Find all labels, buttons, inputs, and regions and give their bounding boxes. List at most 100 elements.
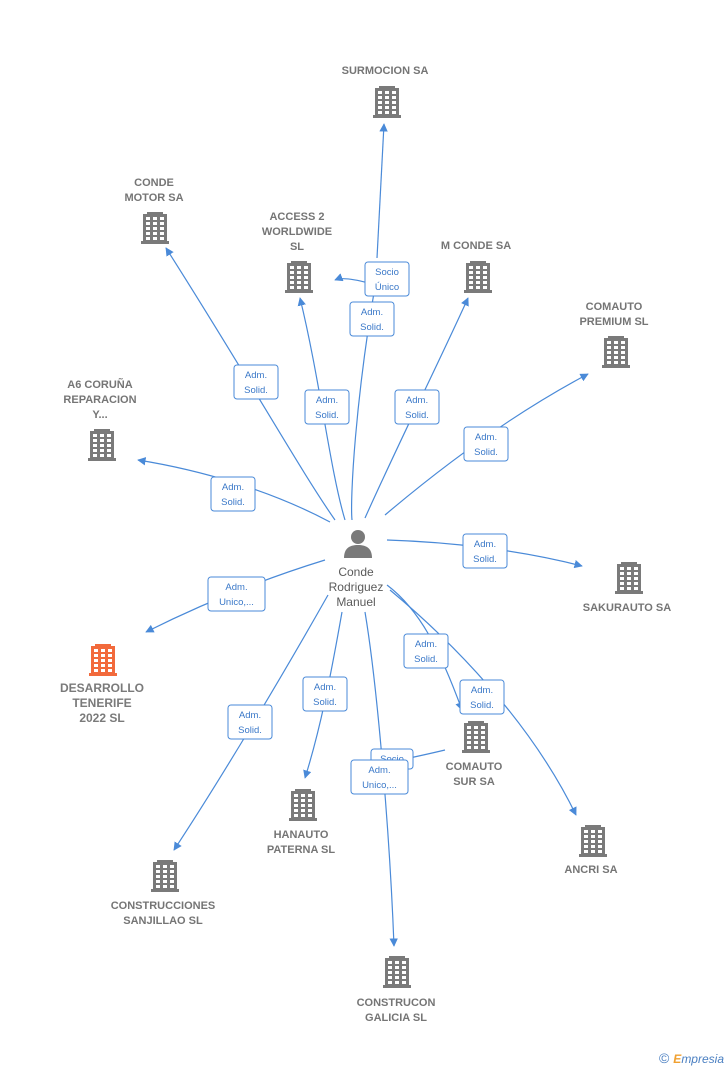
relationship-edge [334, 273, 369, 284]
company-node-construcciones[interactable]: CONSTRUCCIONES SANJILLAO SL [111, 860, 216, 927]
company-label: COMAUTO [586, 301, 643, 313]
company-label: SL [290, 241, 304, 253]
relation-box [403, 633, 449, 669]
relation-label-r-desarrollo[interactable]: Adm. Unico,... [207, 576, 266, 612]
company-label: CONSTRUCCIONES [111, 900, 216, 912]
company-label: ANCRI SA [564, 864, 617, 876]
relation-box [349, 301, 395, 337]
relation-text: Adm. [314, 682, 336, 693]
company-node-access2[interactable]: ACCESS 2 WORLDWIDE SL [262, 211, 332, 293]
brand-name: mpresia [681, 1052, 724, 1066]
relation-text: Adm. [474, 539, 496, 550]
relation-text: Solid. [221, 497, 245, 508]
person-label: Rodriguez [329, 580, 384, 594]
relation-text: Solid. [474, 447, 498, 458]
copyright-symbol: © [658, 1050, 670, 1066]
company-label: REPARACION [63, 394, 136, 406]
relation-text: Adm. [245, 370, 267, 381]
relation-box [394, 389, 440, 425]
relation-label-r-condemotor[interactable]: Adm. Solid. [233, 364, 279, 400]
relation-text: Adm. [415, 639, 437, 650]
building-icon [373, 86, 401, 118]
relation-text: Solid. [405, 410, 429, 421]
company-label: SAKURAUTO SA [583, 602, 671, 614]
person-label: Manuel [336, 595, 375, 609]
building-icon [285, 261, 313, 293]
relation-text: Solid. [313, 697, 337, 708]
relation-text: Adm. [406, 395, 428, 406]
company-label: SANJILLAO SL [123, 915, 203, 927]
company-node-mconde[interactable]: M CONDE SA [441, 240, 511, 293]
relation-text: Adm. [239, 710, 261, 721]
relation-box [233, 364, 279, 400]
relation-label-r-construcciones[interactable]: Adm. Solid. [227, 704, 273, 740]
building-icon [89, 644, 117, 676]
relation-box [462, 533, 508, 569]
company-node-ancri[interactable]: ANCRI SA [564, 825, 618, 876]
relation-text: Solid. [315, 410, 339, 421]
relation-box [227, 704, 273, 740]
relation-label-r-construcon[interactable]: Adm. Unico,... [350, 759, 409, 795]
relation-label-r-ancri[interactable]: Adm.Solid. [459, 679, 505, 715]
relation-label-r-sakurauto[interactable]: Adm.Solid. [462, 533, 508, 569]
company-node-a6coruna[interactable]: A6 CORUÑA REPARACION Y... [63, 378, 137, 461]
relation-label-r-access-b[interactable]: Adm. Solid. [304, 389, 350, 425]
brand-initial: E [673, 1052, 682, 1066]
relationship-edge [376, 123, 388, 259]
relation-text: Adm. [225, 582, 247, 593]
building-icon [88, 429, 116, 461]
company-node-surmocion[interactable]: SURMOCION SA [342, 65, 429, 118]
company-label: SURMOCION SA [342, 65, 429, 77]
company-node-sakurauto[interactable]: SAKURAUTO SA [583, 562, 671, 614]
company-label: 2022 SL [79, 711, 124, 725]
relation-label-r-a6[interactable]: Adm.Solid. [210, 476, 256, 512]
relation-box [463, 426, 509, 462]
relation-text: Solid. [360, 322, 384, 333]
company-label: HANAUTO [274, 829, 329, 841]
company-label: TENERIFE [72, 696, 131, 710]
relation-label-r-comauto-sur[interactable]: Adm.Solid. [403, 633, 449, 669]
relationship-edge [165, 247, 336, 521]
relation-text: Socio [375, 267, 399, 278]
relation-text: Adm. [471, 685, 493, 696]
company-label: WORLDWIDE [262, 226, 332, 238]
company-label: GALICIA SL [365, 1012, 427, 1024]
relation-label-r-comauto-premium[interactable]: Adm.Solid. [463, 426, 509, 462]
building-icon [615, 562, 643, 594]
relation-text: Unico,... [219, 597, 254, 608]
company-label: PATERNA SL [267, 844, 336, 856]
relation-box [304, 389, 350, 425]
company-label: A6 CORUÑA [67, 378, 132, 391]
relation-text: Adm. [316, 395, 338, 406]
footer-brand[interactable]: ©Empresia [659, 1050, 724, 1066]
relation-label-r-hanauto[interactable]: Adm. Solid. [302, 676, 348, 712]
relation-text: Adm. [361, 307, 383, 318]
company-label: DESARROLLO [60, 681, 144, 695]
building-icon [383, 956, 411, 988]
relation-text: Unico,... [362, 780, 397, 791]
person-icon [344, 530, 372, 558]
relation-text: Solid. [238, 725, 262, 736]
company-label: Y... [92, 409, 107, 421]
relation-text: Adm. [368, 765, 390, 776]
person-label: Conde [338, 565, 374, 579]
company-label: CONDE [134, 177, 174, 189]
relation-text: Solid. [244, 385, 268, 396]
company-label: ACCESS 2 [269, 211, 324, 223]
relation-label-r-mconde[interactable]: Adm. Solid. [394, 389, 440, 425]
company-label: SUR SA [453, 776, 495, 788]
building-icon [462, 721, 490, 753]
company-node-hanauto[interactable]: HANAUTO PATERNA SL [267, 789, 336, 856]
building-icon [151, 860, 179, 892]
relation-box [210, 476, 256, 512]
relation-label-r-access-a[interactable]: Adm. Solid. [349, 301, 395, 337]
